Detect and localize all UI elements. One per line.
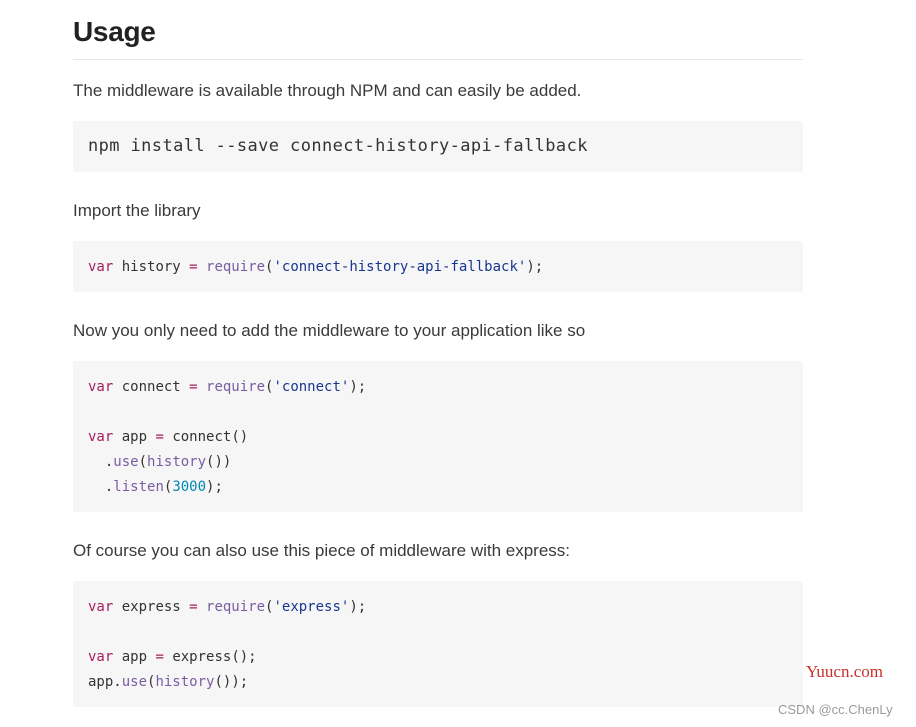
function-token: history <box>147 454 207 470</box>
call-token: express(); <box>172 649 257 665</box>
express-code-block: var express = require('express'); var ap… <box>73 581 803 707</box>
function-token: use <box>113 454 139 470</box>
connect-code-block: var connect = require('connect'); var ap… <box>73 361 803 512</box>
keyword-token: var <box>88 379 114 395</box>
code-line: var express = require('express'); <box>88 597 366 617</box>
identifier-token: history <box>113 259 190 275</box>
code-line: npm install --save connect-history-api-f… <box>88 136 588 156</box>
connect-paragraph: Now you only need to add the middleware … <box>73 321 586 340</box>
punctuation-token: ); <box>206 479 223 495</box>
punctuation-token: ( <box>265 379 274 395</box>
string-token: 'connect-history-api-fallback' <box>273 259 527 275</box>
code-line: .listen(3000); <box>88 477 223 497</box>
punctuation-token: ( <box>147 674 156 690</box>
punctuation-token: ); <box>526 259 544 275</box>
function-token: require <box>206 599 266 615</box>
punctuation-token: ( <box>138 454 148 470</box>
punctuation-token: ); <box>349 379 367 395</box>
keyword-token: var <box>88 259 114 275</box>
identifier-token: app. <box>88 674 122 690</box>
keyword-token: var <box>88 429 114 445</box>
operator-token: = <box>189 379 207 395</box>
keyword-token: var <box>88 649 114 665</box>
punctuation-token: . <box>88 479 114 495</box>
npm-install-code-block: npm install --save connect-history-api-f… <box>73 121 803 172</box>
string-token: 'express' <box>273 599 350 615</box>
code-line: .use(history()) <box>88 452 232 472</box>
function-token: use <box>121 674 148 690</box>
code-line: app.use(history()); <box>88 672 248 692</box>
code-line: var connect = require('connect'); <box>88 377 366 397</box>
code-line: var history = require('connect-history-a… <box>88 257 543 277</box>
code-line: var app = connect() <box>88 427 248 447</box>
heading-divider <box>73 59 803 60</box>
import-code-block: var history = require('connect-history-a… <box>73 241 803 292</box>
punctuation-token: . <box>88 454 114 470</box>
number-token: 3000 <box>172 479 207 495</box>
express-paragraph: Of course you can also use this piece of… <box>73 541 571 560</box>
identifier-token: express <box>113 599 190 615</box>
operator-token: = <box>189 599 207 615</box>
string-token: 'connect' <box>273 379 350 395</box>
punctuation-token: ( <box>163 479 173 495</box>
author-watermark: CSDN @cc.ChenLy <box>778 702 893 717</box>
site-watermark: Yuucn.com <box>806 662 883 681</box>
punctuation-token: ()); <box>214 674 249 690</box>
operator-token: = <box>155 649 173 665</box>
punctuation-token: ()) <box>206 454 232 470</box>
operator-token: = <box>189 259 207 275</box>
identifier-token: app <box>113 649 156 665</box>
operator-token: = <box>155 429 173 445</box>
identifier-token: app <box>113 429 156 445</box>
punctuation-token: ( <box>265 599 274 615</box>
call-token: connect() <box>172 429 249 445</box>
punctuation-token: ); <box>349 599 367 615</box>
intro-paragraph: The middleware is available through NPM … <box>73 81 582 100</box>
function-token: listen <box>113 479 164 495</box>
section-heading: Usage <box>73 16 156 47</box>
identifier-token: connect <box>113 379 190 395</box>
punctuation-token: ( <box>265 259 274 275</box>
keyword-token: var <box>88 599 114 615</box>
import-paragraph: Import the library <box>73 201 201 220</box>
code-line: var app = express(); <box>88 647 257 667</box>
function-token: require <box>206 259 266 275</box>
function-token: require <box>206 379 266 395</box>
function-token: history <box>155 674 215 690</box>
